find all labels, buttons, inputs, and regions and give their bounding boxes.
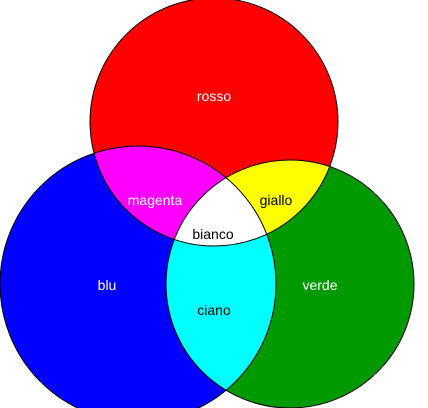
label-green: verde: [302, 277, 337, 293]
outlines: [0, 0, 415, 408]
label-magenta: magenta: [128, 192, 183, 208]
label-yellow: giallo: [260, 192, 293, 208]
label-white: bianco: [192, 226, 233, 242]
outline-red: [89, 0, 339, 247]
label-cyan: ciano: [197, 302, 231, 318]
label-blue: blu: [98, 277, 117, 293]
outline-blue: [0, 145, 277, 408]
region-white: [166, 160, 276, 246]
label-red: rosso: [197, 88, 231, 104]
outline-green: [165, 159, 415, 408]
